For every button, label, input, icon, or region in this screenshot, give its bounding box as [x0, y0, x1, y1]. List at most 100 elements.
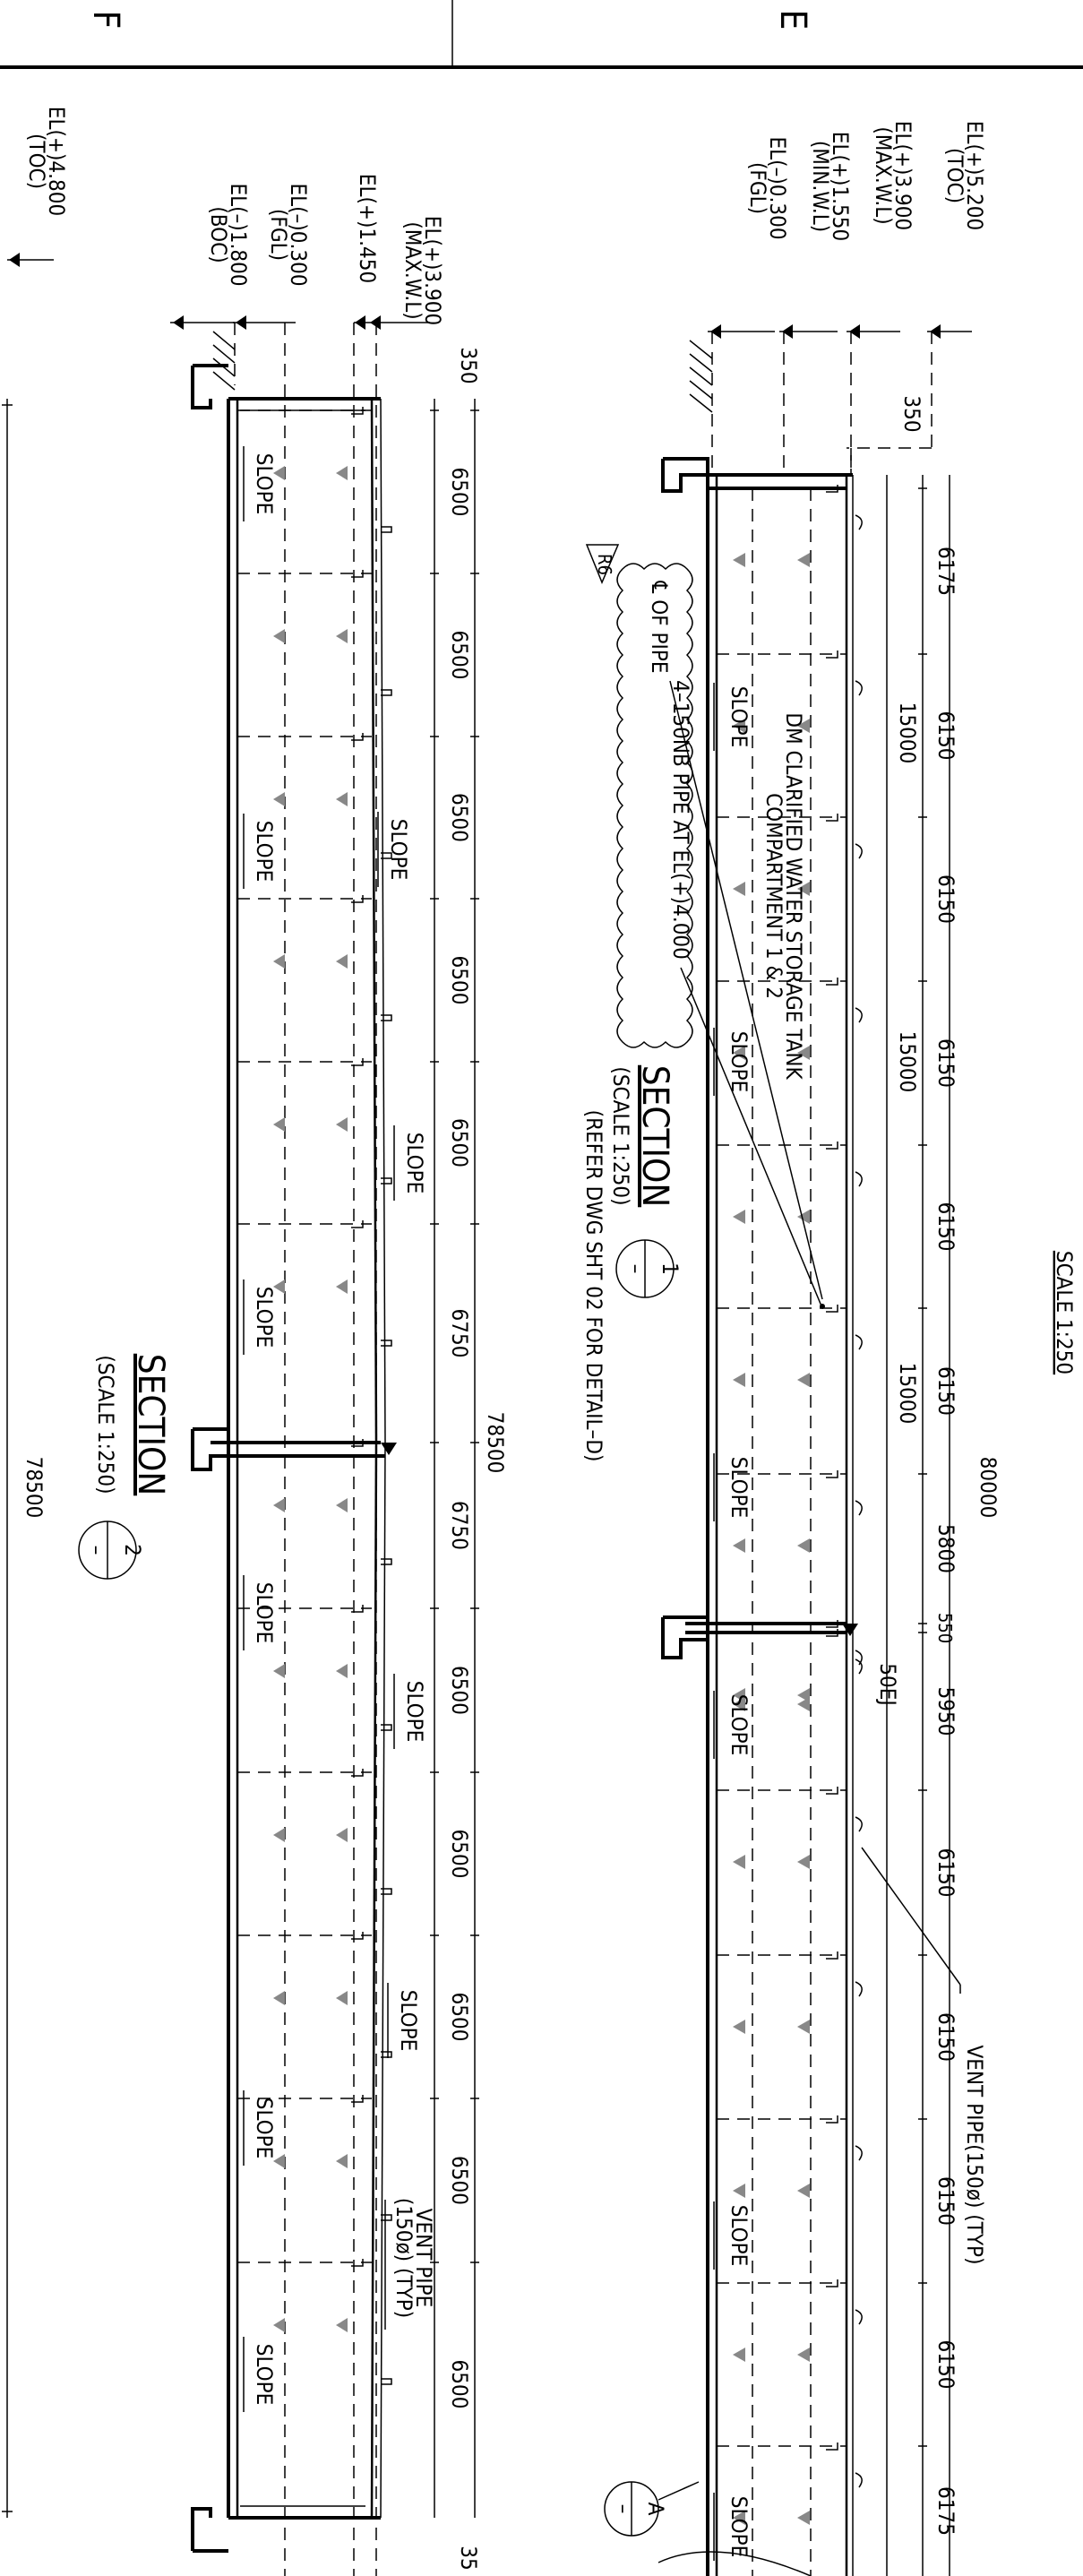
section1-el-fgl-note: (FGL) — [745, 162, 770, 214]
section2-bay-dim: 6500 — [447, 793, 472, 842]
section1-el-fgl: EL(–)0.300 — [765, 136, 790, 239]
section1-end-wall-cap — [661, 457, 709, 493]
section1-el-toc-note: (TOC) — [942, 148, 967, 203]
section2-title-block: SECTION (SCALE 1:250) 2 – — [78, 1354, 171, 1580]
section2-el-toc: EL(+)4.800 — [44, 107, 69, 216]
section1-dim-overall: 80000 — [976, 1457, 1001, 1519]
section2-slope-label: SLOPE — [252, 2098, 277, 2159]
section1-bay-dim: 5950 — [933, 1687, 958, 1736]
section1-detail-bubble-bottom: – — [611, 2504, 636, 2514]
section2-center-marker — [381, 1443, 397, 1455]
section2-center-cap — [191, 1427, 385, 1471]
section2-bay-dim: 6500 — [447, 2360, 472, 2409]
section2-el-toc-note: (TOC) — [24, 134, 49, 189]
section1-subdim-1: 15000 — [895, 702, 920, 764]
section2-dim-35: 35 — [456, 2546, 481, 2570]
section2-bay-dim: 6500 — [447, 468, 472, 517]
section2-slope-label: SLOPE — [386, 819, 411, 881]
section1-subdim-3: 15000 — [895, 1363, 920, 1425]
section1-el-minwl-arrow — [782, 324, 793, 339]
section1-revision-cloud: 4–150NB PIPE AT EL(+)4.000 ℄ OF PIPE R6 — [585, 544, 825, 1309]
section1-slope-label: SLOPE — [726, 1694, 752, 1756]
section1-el-minwl-note: (MIN.W.L) — [808, 141, 833, 232]
section1-vent-label: VENT PIPE(150ø) (TYP) — [962, 2046, 987, 2265]
section1-el-maxwl-arrow — [849, 324, 860, 339]
section1-bay-dim: 6150 — [933, 2012, 958, 2062]
section1-refer-note: (REFER DWG SHT 02 FOR DETAIL–D) — [581, 1110, 606, 1462]
section2-vent-label-line1: VENT PIPE — [411, 2209, 436, 2308]
section1-el-toc-arrow — [930, 324, 941, 339]
section2-title: SECTION — [130, 1354, 171, 1496]
section1-dim-ej: 50EJ — [875, 1663, 900, 1705]
section2-left-elevation: EL(+)4.800 (TOC) 78500 — [2, 107, 69, 2518]
section1-title: SECTION — [634, 1065, 675, 1208]
section1-bubble-top: 1 — [658, 1262, 683, 1275]
section1-pipe-point — [820, 1304, 825, 1309]
section2-dim-overall-outer: 78500 — [21, 1457, 47, 1519]
sheet-scale-note: SCALE 1:250 — [1052, 1251, 1077, 1374]
section1-dim-chain: 350 80000 50EJ — [875, 395, 1001, 2576]
section1-bay-lines — [717, 485, 863, 2525]
section1-tank-label-line2: COMPARTMENT 1 & 2 — [761, 793, 786, 999]
section2-end-wall-cap-top — [191, 364, 228, 409]
section1-ej-marker — [842, 1624, 858, 1636]
section1-revision-triangle — [585, 544, 620, 584]
section1-el-minwl: EL(+)1.550 — [828, 132, 853, 241]
section1-tank-body — [661, 457, 858, 2576]
section2-elevation-markers: EL(+)3.900 (MAX.W.L) EL(+)1.450 EL(–)0.3… — [170, 174, 445, 2576]
section1-el-maxwl-note: (MAX.W.L) — [871, 126, 896, 224]
section1-slope-label: SLOPE — [726, 2496, 752, 2558]
section2-bay-lines — [237, 407, 392, 2385]
grid-label-f: F — [85, 11, 126, 30]
section2-el-fgl-note: (FGL) — [266, 209, 291, 261]
section2-bay-dim: 6750 — [447, 1309, 472, 1358]
section1-bay-dim: 6150 — [933, 874, 958, 924]
section2-bay-dim: 6500 — [447, 631, 472, 680]
section1-slope-label: SLOPE — [726, 686, 752, 748]
section1-dim-350: 350 — [899, 395, 924, 432]
section2-el-maxwl: EL(+)3.900 — [420, 216, 445, 325]
section2-slope-label: SLOPE — [252, 821, 277, 883]
section1-bay-dim: 6150 — [933, 1202, 958, 1252]
section2-bay-dim: 6500 — [447, 1830, 472, 1879]
section2-slope-label: SLOPE — [252, 1582, 277, 1644]
section2-slope-label: SLOPE — [252, 1287, 277, 1348]
section1-bay-dim: 5800 — [933, 1524, 958, 1573]
section1-bay-dim: 6150 — [933, 2176, 958, 2226]
section1-bay-dims: 6175615061506150615061505800550595061506… — [918, 487, 958, 2536]
section1-detail-bubble: A – — [604, 2481, 812, 2576]
section1-scale: (SCALE 1:250) — [608, 1066, 633, 1205]
section2-slope-label: SLOPE — [252, 2344, 277, 2406]
section1-slope-label: SLOPE — [726, 1457, 752, 1519]
section1-pipe-centerline-note: ℄ OF PIPE — [647, 580, 672, 673]
section2-bay-dim: 6750 — [447, 1501, 472, 1550]
section2-dim-350: 350 — [456, 347, 481, 383]
grid-header: F E — [0, 0, 1083, 69]
section1-el-maxwl: EL(+)3.900 — [890, 121, 915, 230]
section1-vent-leader: VENT PIPE(150ø) (TYP) — [861, 1847, 987, 2265]
section1-elevation-markers: EL(+)5.200 (TOC) EL(+)3.900 (MAX.W.L) EL… — [708, 121, 987, 475]
section2-vent-label-line2: (150ø) (TYP) — [391, 2198, 417, 2318]
section1-el-toc: EL(+)5.200 — [962, 121, 987, 230]
section2-vent-label-block: VENT PIPE (150ø) (TYP) — [384, 2198, 436, 2330]
section2-el-toc-arrow — [9, 253, 20, 267]
section2-slope-label: SLOPE — [402, 1681, 427, 1743]
section1-bay-dim: 6150 — [933, 1366, 958, 1416]
section2-bay-dim: 6500 — [447, 1993, 472, 2042]
section2-slope-label: SLOPE — [252, 453, 277, 515]
section2-tank-body — [191, 364, 397, 2553]
section1-ground-hatch — [689, 340, 713, 413]
section1-el-fgl-arrow — [710, 324, 721, 339]
section1-expansion-joint-cap — [661, 1615, 847, 1659]
section2-bay-dim: 6500 — [447, 2156, 472, 2205]
section1-title-block: SECTION (SCALE 1:250) 1 – (REFER DWG SHT… — [581, 1065, 683, 1462]
grid-label-e: E — [772, 10, 813, 30]
section2-bay-dim: 6500 — [447, 956, 472, 1005]
section1-bay-dim: 550 — [934, 1613, 956, 1643]
section2-el-boc-note: (BOC) — [206, 206, 231, 263]
section2-scale: (SCALE 1:250) — [93, 1355, 118, 1494]
section1-bay-dim: 6175 — [933, 2486, 958, 2536]
section2-bubble-bottom: – — [84, 1546, 109, 1555]
